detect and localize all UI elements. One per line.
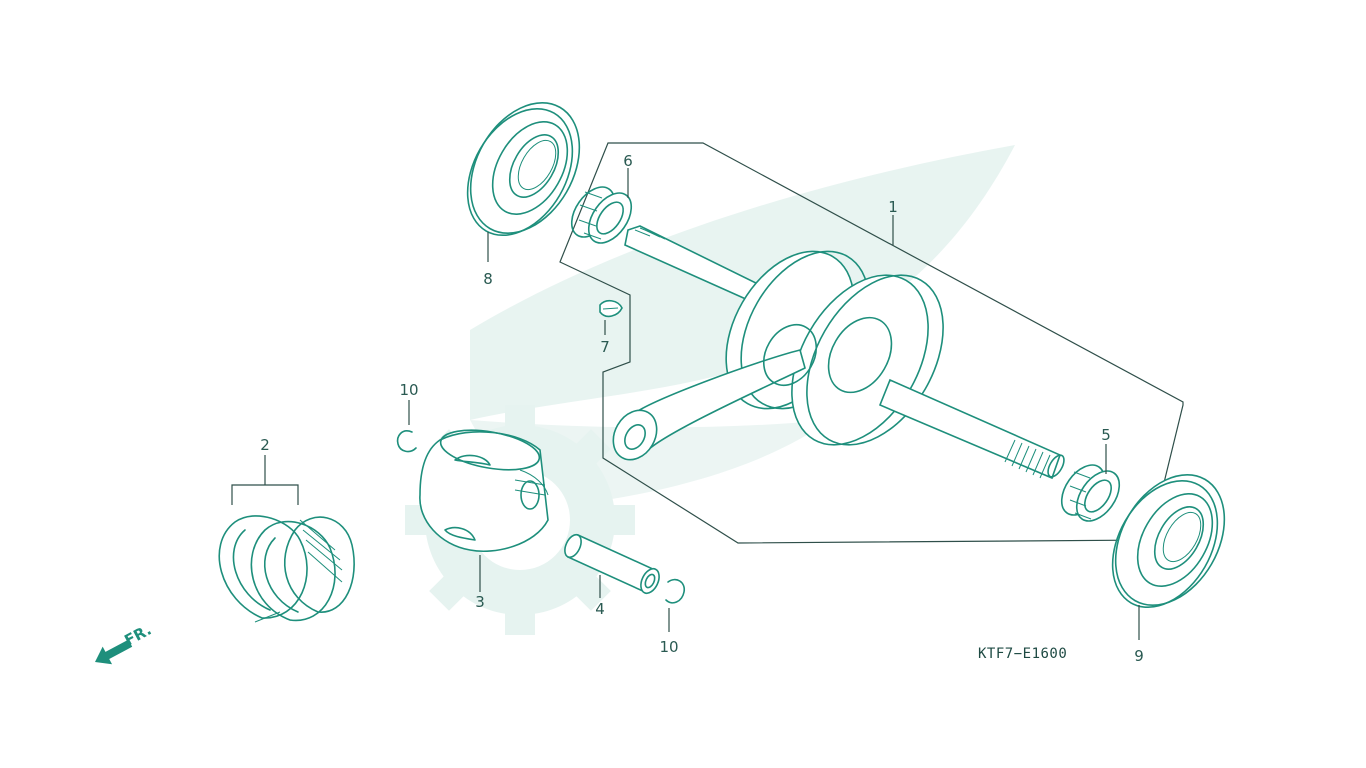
callout-3: 3 [475,593,485,611]
crankshaft-assembly-box [559,142,1184,544]
bearing-8 [466,102,581,237]
callout-8: 8 [483,270,493,288]
needle-bearing-5 [1060,464,1121,522]
callout-4: 4 [595,600,605,618]
piston-pin-clip-10-lower [665,578,686,604]
bearing-9 [1111,474,1226,609]
leader-2 [231,455,299,505]
piston-pin-4 [564,533,660,595]
callout-5: 5 [1101,426,1111,444]
needle-bearing-6 [570,186,633,244]
diagram-code: KTF7−E1600 [978,646,1067,662]
piston-rings-2 [218,515,355,623]
woodruff-key-7 [599,299,623,318]
callout-10-lower: 10 [659,638,678,656]
callout-6: 6 [623,152,633,170]
callout-9: 9 [1134,647,1144,665]
callout-10-upper: 10 [399,381,418,399]
piston-3 [419,429,549,552]
callout-2: 2 [260,436,270,454]
callout-1: 1 [888,198,898,216]
callout-7: 7 [600,338,610,356]
crankshaft-1 [612,225,1065,480]
front-arrow-icon [95,639,133,665]
piston-pin-clip-10-upper [396,430,417,453]
